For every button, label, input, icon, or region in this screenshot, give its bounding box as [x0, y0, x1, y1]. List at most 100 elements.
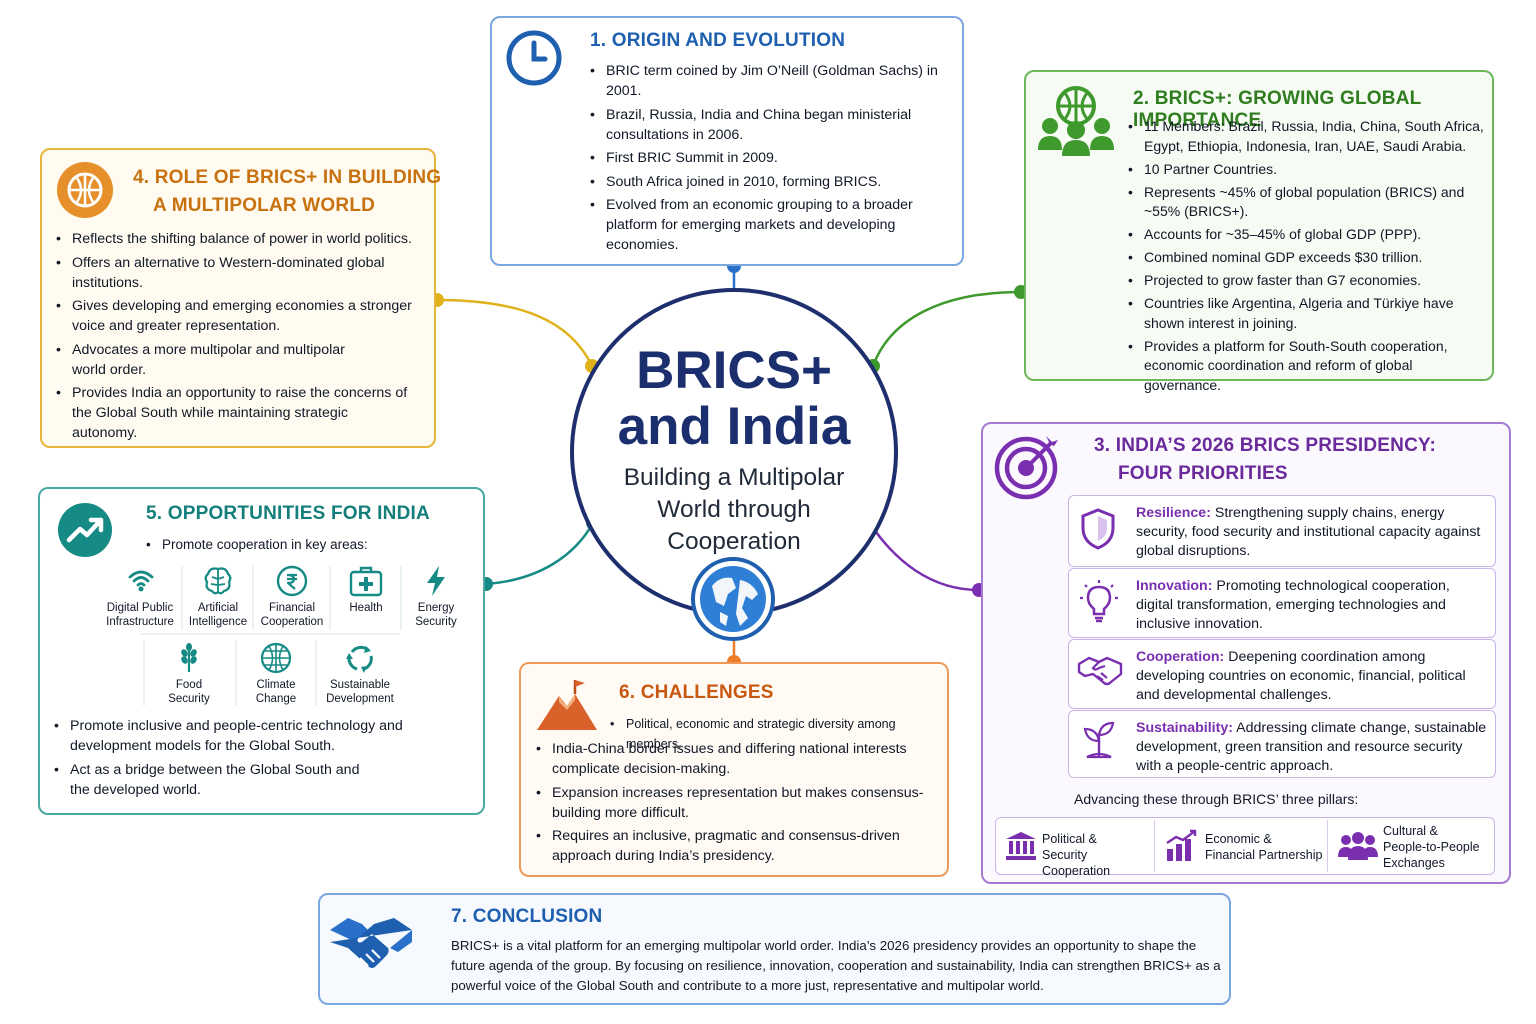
role-bullets: Reflects the shifting balance of power i… — [56, 229, 426, 447]
priority-name: Cooperation: — [1136, 649, 1225, 665]
challenges-bullet: Requires an inclusive, pragmatic and con… — [536, 826, 941, 866]
importance-bullets: 11 Members: Brazil, Russia, India, China… — [1128, 117, 1488, 399]
challenges-title: 6. CHALLENGES — [619, 682, 774, 703]
recycle-icon — [346, 645, 373, 673]
role-bullet: Reflects the shifting balance of power i… — [56, 229, 426, 249]
area-label: Energy — [417, 602, 455, 614]
target-icon — [994, 436, 1058, 500]
area-label: Infrastructure — [106, 616, 174, 628]
pillar-label: Cultural & — [1383, 824, 1438, 838]
role-bullet: Gives developing and emerging economies … — [56, 296, 426, 336]
role-title-line1: 4. ROLE OF BRICS+ IN BUILDING — [133, 167, 442, 188]
importance-bullet: Represents ~45% of global population (BR… — [1128, 183, 1488, 222]
pillar-political-security: Political & Security Cooperation — [995, 817, 1154, 878]
opportunities-title: 5. OPPORTUNITIES FOR INDIA — [146, 503, 430, 524]
globe-icon — [691, 557, 775, 641]
area-label: Cooperation — [260, 616, 324, 628]
clock-icon — [506, 30, 562, 86]
area-label: Financial — [268, 602, 316, 614]
origin-bullet: First BRIC Summit in 2009. — [590, 148, 950, 168]
challenges-bullets: India-China border issues and differing … — [536, 739, 941, 870]
area-label: Artificial — [197, 602, 239, 614]
opportunity-health: Health — [330, 565, 402, 635]
connector-opportunities — [485, 522, 595, 586]
connector-role — [436, 298, 594, 367]
center-title-line2: and India — [617, 397, 851, 456]
pillars-intro: Advancing these through BRICS’ three pil… — [1074, 791, 1359, 807]
people-globe-icon — [1038, 86, 1114, 156]
mountain-flag-icon — [537, 680, 597, 730]
origin-bullets: BRIC term coined by Jim O’Neill (Goldman… — [590, 61, 950, 259]
shield-icon — [1081, 508, 1115, 550]
pillar-economic-financial: Economic & Financial Partnership — [1155, 817, 1327, 875]
priority-cooperation: Cooperation: Deepening coordination amon… — [1068, 639, 1496, 709]
priority-text: Promoting technological cooperation, dig… — [1136, 578, 1450, 632]
conclusion-text: BRICS+ is a vital platform for an emergi… — [451, 938, 1221, 993]
plant-icon — [1083, 721, 1115, 759]
area-label: Intelligence — [188, 616, 248, 628]
center-subtitle-line1: Building a Multipolar — [623, 464, 845, 491]
role-bullet: Offers an alternative to Western-dominat… — [56, 253, 426, 293]
growth-arrow-icon — [58, 503, 112, 557]
role-title-line2: A MULTIPOLAR WORLD — [153, 195, 376, 216]
globe-icon — [260, 642, 292, 674]
importance-bullet: Countries like Argentina, Algeria and Tü… — [1128, 294, 1488, 333]
priority-resilience: Resilience: Strengthening supply chains,… — [1068, 495, 1496, 567]
area-label: Health — [349, 602, 383, 614]
opportunities-intro: Promote cooperation in key areas: — [146, 535, 466, 559]
globe-icon — [57, 162, 113, 218]
medical-kit-icon — [349, 566, 383, 597]
pillar-label: Exchanges — [1383, 856, 1445, 870]
pillar-divider — [1327, 820, 1328, 872]
connector-importance — [871, 290, 1022, 367]
pillar-label: Economic & — [1205, 832, 1272, 846]
role-bullet: Advocates a more multipolar and multipol… — [56, 340, 352, 380]
wheat-icon — [181, 643, 197, 672]
rupee-icon — [276, 565, 308, 597]
priority-text: Strengthening supply chains, energy secu… — [1136, 505, 1481, 559]
opportunities-bullet: Promote inclusive and people-centric tec… — [54, 716, 454, 756]
conclusion-title: 7. CONCLUSION — [451, 906, 603, 927]
presidency-title-line1: 3. INDIA’S 2026 BRICS PRESIDENCY: — [1094, 435, 1437, 456]
lightning-icon — [427, 566, 445, 596]
pillar-label: Security Cooperation — [1042, 848, 1111, 878]
connector-presidency — [869, 524, 980, 592]
origin-bullet: Brazil, Russia, India and China began mi… — [590, 105, 950, 145]
importance-bullet: 10 Partner Countries. — [1128, 160, 1488, 180]
handshake-icon — [330, 918, 412, 968]
importance-bullet: Combined nominal GDP exceeds $30 trillio… — [1128, 248, 1488, 268]
priority-sustainability: Sustainability: Addressing climate chang… — [1068, 710, 1496, 778]
people-group-icon — [1338, 832, 1378, 860]
area-label: Development — [326, 693, 394, 705]
wifi-icon — [128, 570, 154, 592]
brain-icon — [204, 567, 232, 595]
importance-bullet: Accounts for ~35–45% of global GDP (PPP)… — [1128, 225, 1488, 245]
origin-title: 1. ORIGIN AND EVOLUTION — [590, 30, 846, 51]
presidency-title-line2: FOUR PRIORITIES — [1118, 463, 1288, 484]
opportunities-intro-text: Promote cooperation in key areas: — [146, 535, 466, 555]
challenges-bullet: Expansion increases representation but m… — [536, 783, 941, 823]
priority-name: Sustainability: — [1136, 720, 1233, 736]
pillar-divider — [1154, 820, 1155, 872]
priority-name: Innovation: — [1136, 578, 1213, 594]
pillar-label: Financial Partnership — [1205, 848, 1323, 862]
area-label: Change — [255, 693, 297, 705]
importance-bullet: Projected to grow faster than G7 economi… — [1128, 271, 1488, 291]
conclusion-card — [318, 893, 1231, 1005]
priority-text: Deepening coordination among developing … — [1136, 649, 1466, 703]
importance-bullet: Provides a platform for South-South coop… — [1128, 337, 1488, 396]
pillar-label: Political & — [1042, 832, 1097, 846]
pillar-label: People-to-People — [1383, 840, 1480, 854]
origin-bullet: BRIC term coined by Jim O’Neill (Goldman… — [590, 61, 950, 101]
importance-bullet: 11 Members: Brazil, Russia, India, China… — [1128, 117, 1488, 156]
area-label: Security — [168, 693, 210, 705]
origin-bullet: South Africa joined in 2010, forming BRI… — [590, 172, 950, 192]
pillars-container — [995, 817, 1495, 875]
